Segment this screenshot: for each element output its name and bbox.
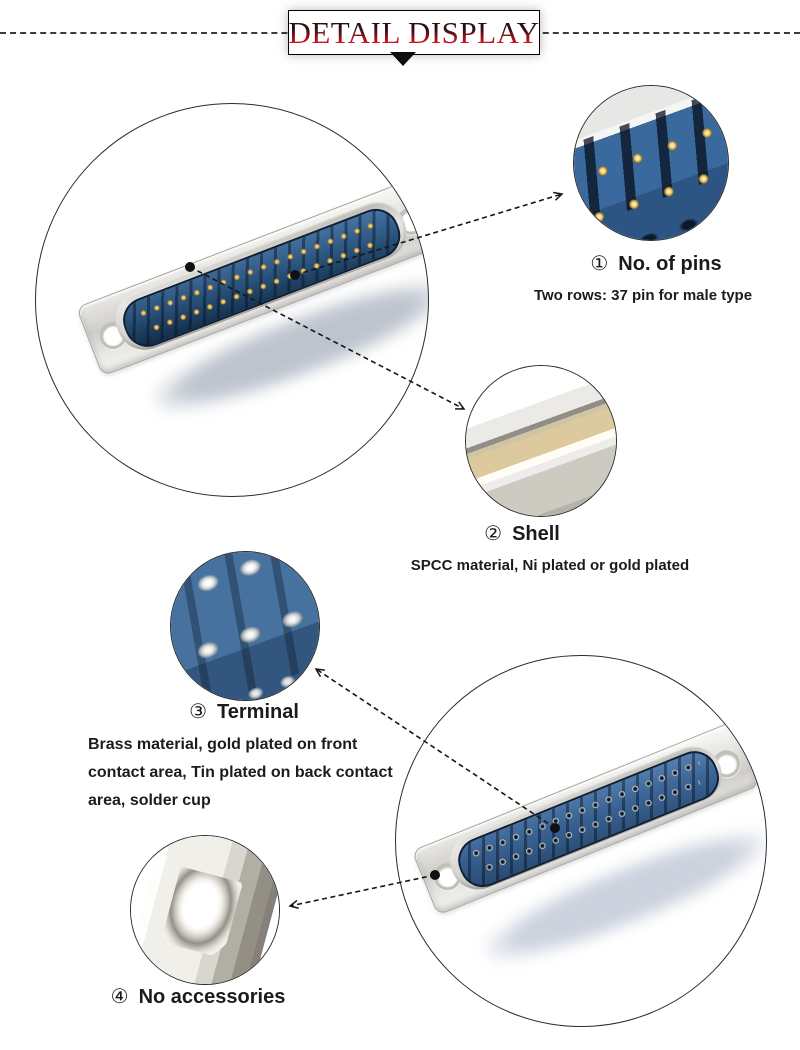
callout-3-description: Brass material, gold plated on front con… xyxy=(88,731,418,815)
pins-zoom-image xyxy=(574,86,728,240)
detail-circle-pins-zoom xyxy=(573,85,729,241)
callout-1-label: No. of pins xyxy=(618,253,722,275)
callout-4-label: No accessories xyxy=(138,986,286,1008)
callout-1-description: Two rows: 37 pin for male type xyxy=(533,287,753,304)
callout-2-heading: ② Shell xyxy=(412,521,632,546)
callout-1-number: ① xyxy=(590,253,609,275)
callout-4-number: ④ xyxy=(110,986,129,1008)
detail-circle-male-connector xyxy=(35,103,429,497)
callout-1-heading: ① No. of pins xyxy=(546,251,766,276)
callout-3-description-line-3: area, solder cup xyxy=(88,792,211,809)
callout-3-number: ③ xyxy=(189,701,208,723)
callout-2-description: SPCC material, Ni plated or gold plated xyxy=(410,557,690,574)
mounting-hole-zoom-image xyxy=(131,836,279,984)
shell-zoom-image xyxy=(466,366,616,516)
callout-3-description-line-2: contact area, Tin plated on back contact xyxy=(88,764,393,781)
callout-2-label: Shell xyxy=(512,523,560,545)
callout-3-heading: ③ Terminal xyxy=(134,699,354,724)
page-title: DETAIL DISPLAY xyxy=(288,14,540,50)
detail-circle-mounting-hole-zoom xyxy=(130,835,280,985)
terminal-zoom-image xyxy=(171,552,319,700)
callout-4-heading: ④ No accessories xyxy=(88,984,308,1009)
title-pointer-triangle xyxy=(390,52,416,66)
callout-2-number: ② xyxy=(484,523,503,545)
callout-3-description-line-1: Brass material, gold plated on front xyxy=(88,736,358,753)
detail-circle-terminal-zoom xyxy=(170,551,320,701)
title-box: DETAIL DISPLAY xyxy=(288,10,540,55)
detail-circle-female-connector xyxy=(395,655,767,1027)
detail-circle-shell-zoom xyxy=(465,365,617,517)
callout-3-label: Terminal xyxy=(217,701,299,723)
